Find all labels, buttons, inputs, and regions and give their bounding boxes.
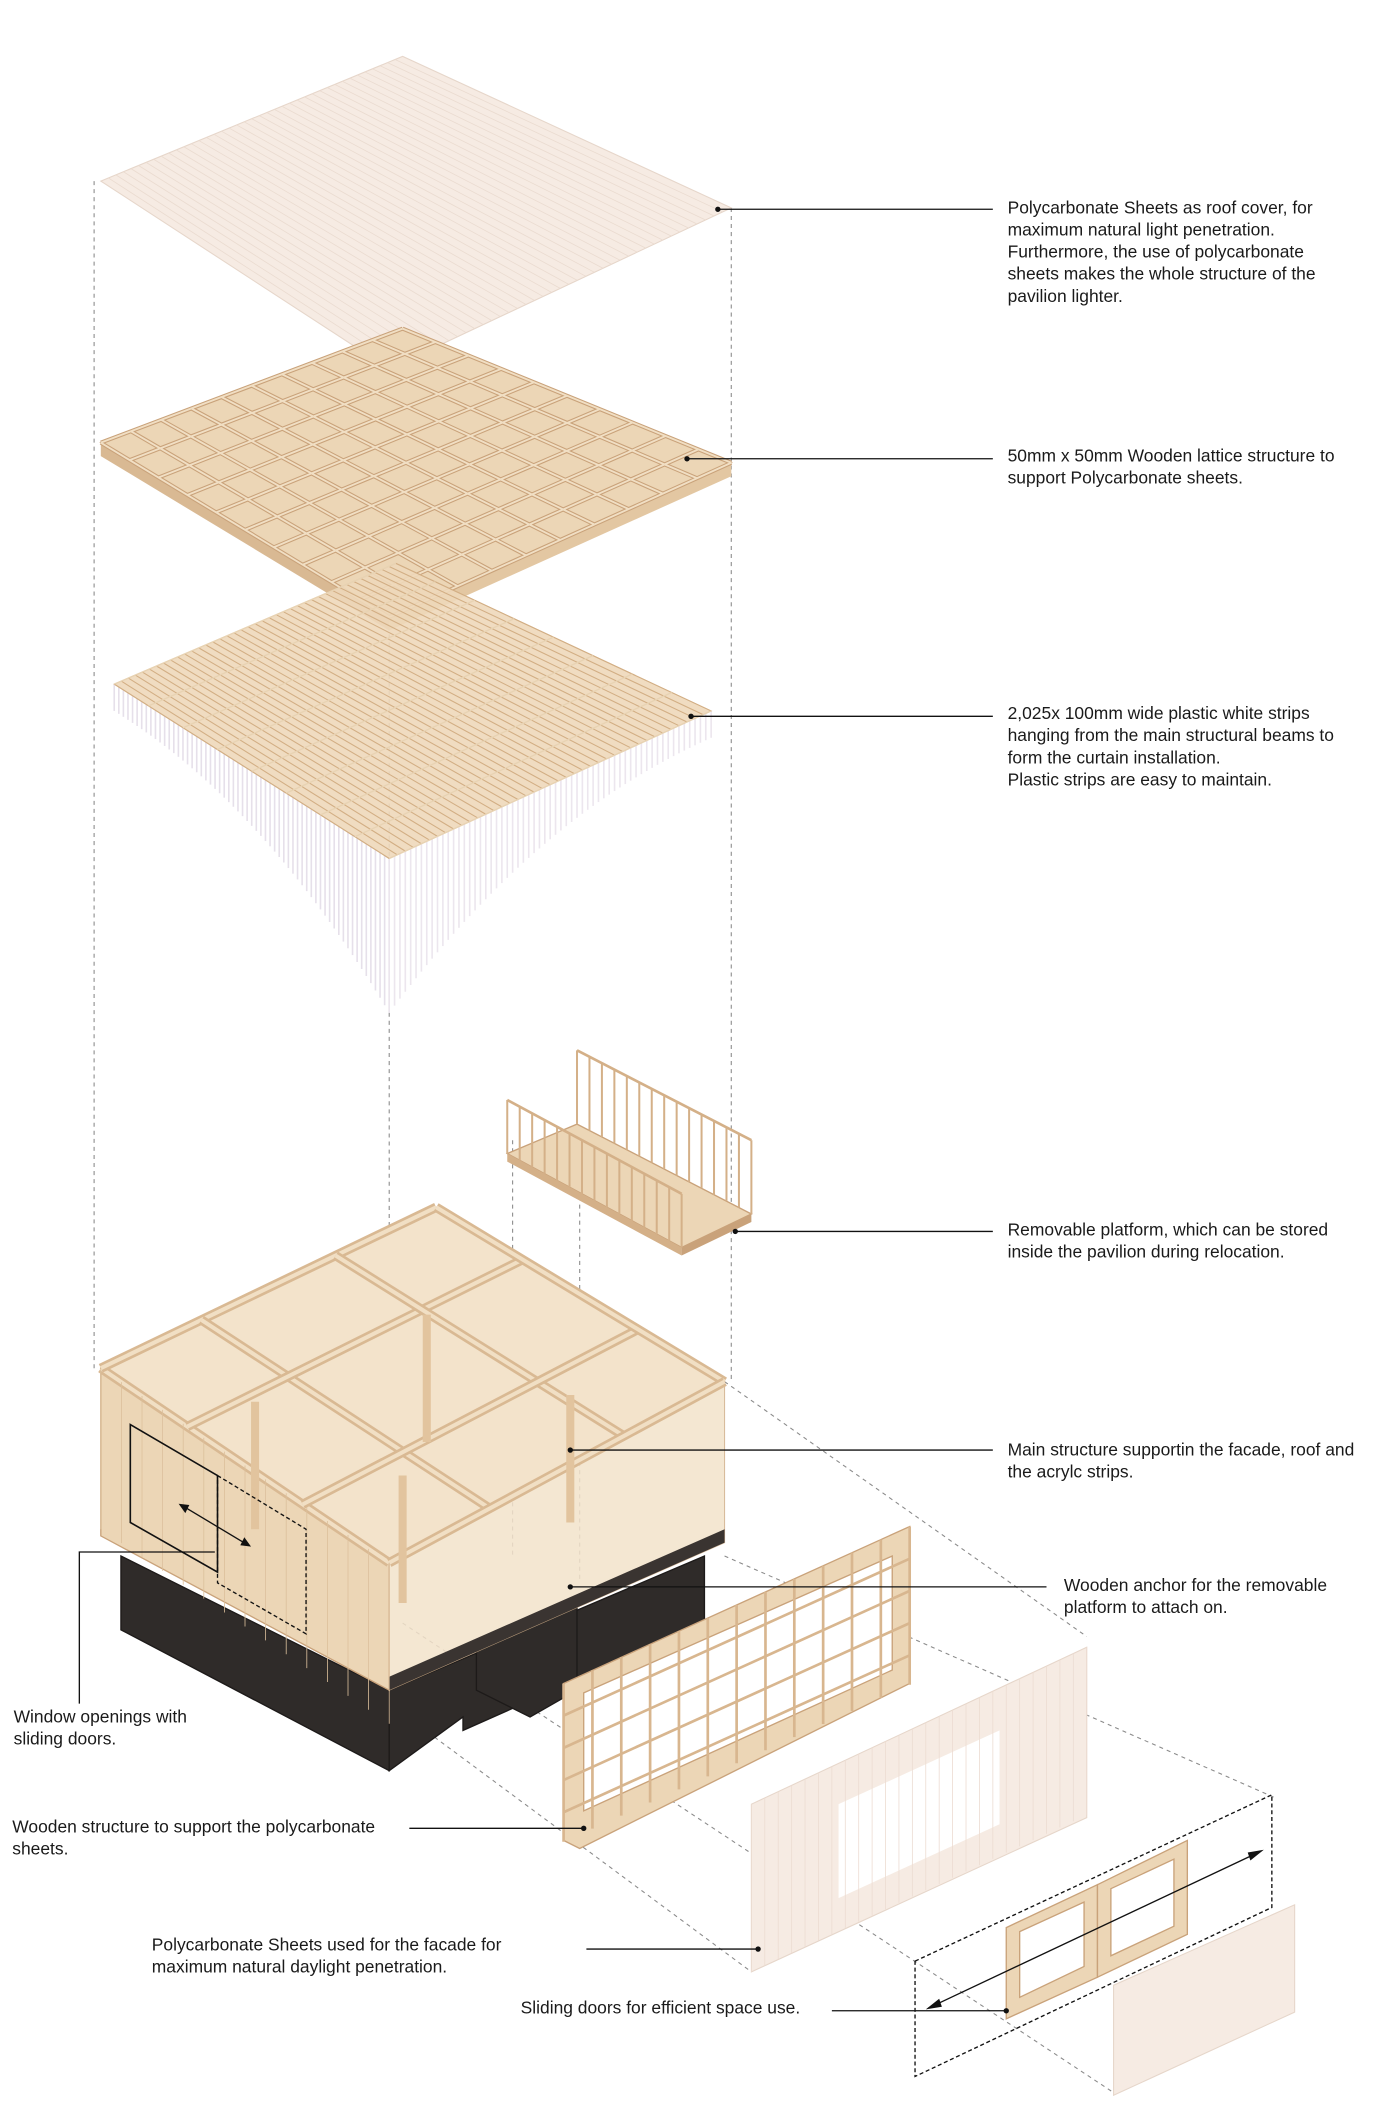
strip-beam (285, 654, 594, 794)
roof-sheet-rib (319, 90, 638, 253)
annotation-window-openings: Window openings with sliding doors. (14, 1706, 192, 1748)
lattice-bar-face (281, 373, 595, 526)
roof-sheet-rib (236, 124, 544, 297)
wooden-lattice (99, 326, 733, 631)
roof-sheet-rib (304, 96, 621, 261)
strip-beam (388, 710, 712, 860)
lattice-bar-face (331, 435, 666, 584)
facade-wooden-frame (562, 1525, 912, 1850)
roof-sheet-rib (228, 127, 535, 301)
roof-sheet-rib (296, 99, 612, 265)
roof-sheet-rib (145, 162, 441, 346)
structural-beam-face (301, 1327, 639, 1507)
roof-sheet-rib (123, 171, 416, 358)
annotation-plastic-strips: 2,025x 100mm wide plastic white strips h… (1008, 703, 1339, 789)
annotation-wooden-lattice: 50mm x 50mm Wooden lattice structure to … (1008, 445, 1340, 487)
roof-sheet-rib (191, 143, 493, 321)
annotation-wooden-anchor: Wooden anchor for the removable platform… (1064, 1575, 1332, 1617)
removable-platform (505, 1049, 753, 1256)
roof-sheet-rib (326, 87, 646, 249)
roof-sheet-rib (394, 59, 723, 213)
roof-polycarbonate-sheets (99, 55, 733, 370)
roof-sheet-rib (379, 65, 706, 221)
roof-sheet-rib (266, 112, 578, 281)
strip-beam (320, 673, 633, 816)
platform-handrail (506, 1098, 683, 1196)
roof-sheet-rib (364, 71, 689, 229)
roof-sheet-rib (342, 80, 664, 241)
arrow-right-icon (1247, 1849, 1264, 1861)
roof-sheet-rib (251, 118, 561, 289)
lattice-bar-face (302, 421, 634, 566)
roof-sheet-rib (349, 77, 672, 237)
arrow-left-icon (925, 1998, 942, 2010)
transom (563, 1589, 911, 1750)
roof-sheet-rib (160, 155, 458, 338)
roof-sheet-rib (153, 158, 450, 342)
plastic-strips-curtain (113, 562, 713, 1013)
roof-sheet-rib (108, 177, 398, 366)
roof-sheet-rib (372, 68, 698, 225)
structural-beam-face (99, 1205, 438, 1371)
structural-beam-face (186, 1257, 524, 1429)
annotation-facade-polycarbonate: Polycarbonate Sheets used for the facade… (152, 1934, 506, 1976)
roof-sheet-rib (357, 74, 681, 233)
main-structure (98, 1203, 727, 1772)
lattice-bar-face (273, 408, 601, 549)
roof-sheet-rib (115, 174, 407, 362)
structural-beam-face (334, 1253, 626, 1438)
structural-beam-face (200, 1318, 491, 1511)
roof-sheet-rib (387, 62, 715, 217)
sliding-doors (914, 1793, 1296, 2097)
lattice-bar-face (402, 327, 732, 464)
roof-sheet-rib (130, 168, 424, 354)
roof-sheet-rib (274, 109, 587, 277)
annotation-facade-wooden-structure: Wooden structure to support the polycarb… (12, 1816, 380, 1858)
strip-beam (182, 599, 475, 729)
lattice-bar-face (244, 394, 568, 531)
roof-sheet-rib (311, 93, 629, 257)
structural-beam-face (388, 1379, 726, 1565)
roof-sheet-rib (281, 105, 595, 273)
roof-sheet-rib (221, 130, 527, 305)
roof-sheet-rib (138, 165, 433, 350)
leader-lines (78, 206, 1047, 2014)
roof-sheet-rib (168, 152, 467, 334)
roof-sheet-rib (183, 146, 484, 325)
annotation-sliding-doors: Sliding doors for efficient space use. (521, 1997, 801, 2017)
roof-sheet-rib (334, 84, 655, 245)
transom (563, 1621, 911, 1782)
transom (563, 1654, 911, 1814)
roof-sheet-rib (206, 137, 510, 313)
annotation-removable-platform: Removable platform, which can be stored … (1008, 1219, 1333, 1261)
structural-beam-face (435, 1205, 726, 1384)
lattice-bar-face (372, 339, 698, 480)
facade-polycarbonate-sheets (750, 1646, 1088, 1973)
roof-sheet-rib (259, 115, 569, 285)
strip-beam (148, 581, 436, 707)
platform-handrail (576, 1049, 753, 1142)
roof-sheet-rib (289, 102, 604, 269)
lattice-bar-face (341, 350, 664, 495)
transom (563, 1557, 911, 1717)
roof-sheet-rib (176, 149, 475, 329)
lattice-bar-face (311, 361, 630, 510)
strip-beam (217, 618, 515, 751)
roof-sheet-rib (198, 140, 501, 317)
roof-sheet-rib (213, 133, 518, 309)
strip-beam (354, 691, 673, 838)
annotation-roof-polycarbonate: Polycarbonate Sheets as roof cover, for … (1008, 197, 1321, 306)
strip-beam (251, 636, 554, 772)
strip-beam (113, 562, 397, 685)
roof-sheet-rib (243, 121, 552, 293)
annotation-main-structure: Main structure supportin the facade, roo… (1008, 1439, 1360, 1481)
